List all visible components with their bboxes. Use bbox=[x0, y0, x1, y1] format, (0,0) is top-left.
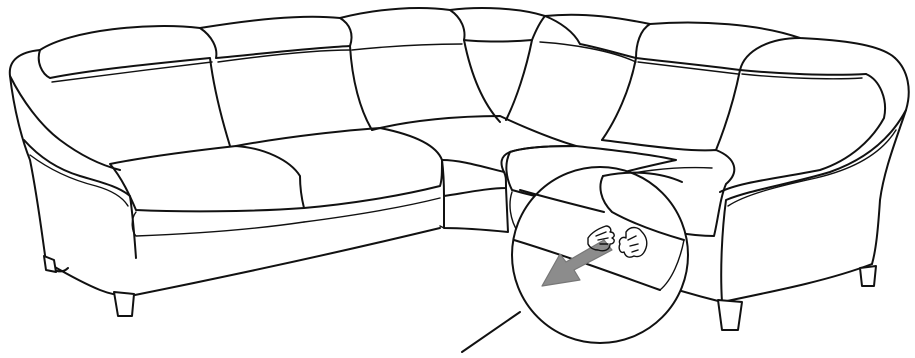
right-arm-top bbox=[720, 74, 885, 192]
back-cushion-2 bbox=[200, 28, 372, 130]
corner-sofa-drawing bbox=[10, 8, 909, 330]
back-cushion-1 bbox=[39, 50, 230, 146]
left-arm-top bbox=[10, 76, 120, 170]
corner-seat bbox=[372, 116, 576, 172]
back-cushion-6 bbox=[740, 38, 866, 75]
right-back-leg bbox=[860, 266, 876, 286]
corner-back-cushion bbox=[450, 10, 545, 42]
right-arm bbox=[872, 58, 909, 264]
back-cushion-3-line bbox=[352, 44, 462, 50]
back-cushion-3 bbox=[340, 18, 352, 46]
detail-leader-line bbox=[462, 312, 520, 352]
right-arm-seam bbox=[728, 130, 896, 206]
left-front-leg bbox=[114, 292, 134, 316]
right-front-leg bbox=[718, 300, 742, 330]
back-cushion-4 bbox=[545, 16, 636, 140]
back-cushion-5 bbox=[636, 24, 740, 150]
seat-cushion-1-seam bbox=[132, 212, 304, 236]
left-arm-side bbox=[46, 262, 130, 296]
seat-cushion-1 bbox=[110, 146, 304, 211]
seat-cushion-2-seam bbox=[304, 198, 440, 222]
right-arm-front bbox=[721, 110, 906, 302]
left-back-leg bbox=[44, 256, 56, 272]
seat-cushion-2 bbox=[236, 128, 442, 208]
back-cushion-1-line bbox=[52, 62, 212, 82]
left-front-base bbox=[130, 228, 440, 296]
left-arm-front bbox=[24, 140, 136, 258]
sofa-back-outline bbox=[40, 8, 895, 58]
corner-back-lines bbox=[464, 40, 532, 122]
right-front-base bbox=[722, 264, 872, 302]
